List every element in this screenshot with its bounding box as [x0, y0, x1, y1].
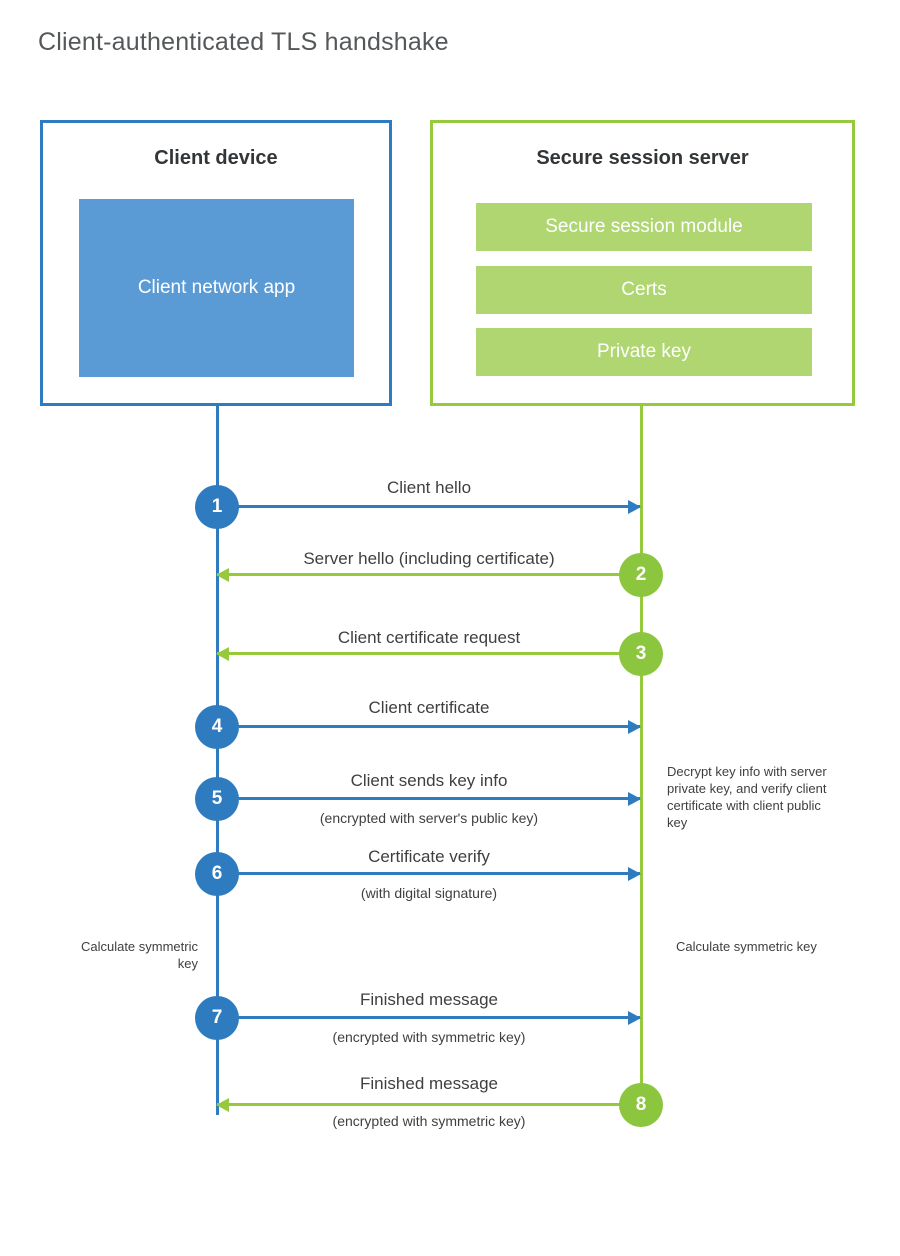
page-title: Client-authenticated TLS handshake	[38, 28, 449, 56]
lifeline-client	[216, 403, 219, 1115]
note-server-decrypt: Decrypt key info with server private key…	[667, 764, 827, 830]
message-sublabel-7: (encrypted with symmetric key)	[332, 1029, 526, 1045]
participant-box-server: Secure session server Secure session mod…	[430, 120, 855, 406]
arrow-head-icon	[628, 719, 641, 734]
participant-box-client: Client device Client network app	[40, 120, 392, 406]
message-arrow-5	[217, 791, 641, 806]
message-label-7: Finished message	[360, 990, 498, 1009]
message-sublabel-8: (encrypted with symmetric key)	[332, 1113, 526, 1129]
message-sublabel-5: (encrypted with server's public key)	[319, 810, 539, 826]
arrow-head-icon	[628, 866, 641, 881]
message-arrow-3	[216, 646, 640, 661]
client-box-title: Client device	[154, 147, 278, 169]
message-label-5: Client sends key info	[350, 771, 508, 790]
server-box-title: Secure session server	[536, 147, 749, 169]
step-badge-2[interactable]: 2	[619, 553, 663, 597]
server-module-certs: Certs	[476, 266, 812, 314]
step-badge-5[interactable]: 5	[195, 777, 239, 821]
step-badge-6[interactable]: 6	[195, 852, 239, 896]
message-arrow-4	[217, 719, 641, 734]
lifeline-server	[640, 403, 643, 1105]
server-module-private-key: Private key	[476, 328, 812, 376]
message-arrow-2	[216, 567, 640, 582]
message-arrow-1	[217, 499, 641, 514]
arrow-head-icon	[628, 791, 641, 806]
arrow-head-icon	[216, 567, 229, 582]
message-label-3: Client certificate request	[337, 628, 521, 647]
step-badge-4[interactable]: 4	[195, 705, 239, 749]
arrow-head-icon	[628, 1010, 641, 1025]
message-label-2: Server hello (including certificate)	[303, 549, 555, 568]
message-arrow-7	[217, 1010, 641, 1025]
server-module-secure-session-module: Secure session module	[476, 203, 812, 251]
message-label-1: Client hello	[386, 478, 472, 497]
message-label-8: Finished message	[360, 1074, 498, 1093]
step-badge-7[interactable]: 7	[195, 996, 239, 1040]
step-badge-8[interactable]: 8	[619, 1083, 663, 1127]
step-badge-1[interactable]: 1	[195, 485, 239, 529]
arrow-head-icon	[628, 499, 641, 514]
note-client-calculate-symmetric-key: Calculate symmetric key	[80, 939, 198, 971]
arrow-head-icon	[216, 1097, 229, 1112]
step-badge-3[interactable]: 3	[619, 632, 663, 676]
message-arrow-6	[217, 866, 641, 881]
note-server-calculate-symmetric-key: Calculate symmetric key	[676, 939, 817, 954]
message-label-4: Client certificate	[368, 698, 490, 717]
message-sublabel-6: (with digital signature)	[360, 885, 498, 901]
client-network-app: Client network app	[79, 199, 354, 377]
message-arrow-8	[216, 1097, 640, 1112]
message-label-6: Certificate verify	[368, 847, 490, 866]
arrow-head-icon	[216, 646, 229, 661]
